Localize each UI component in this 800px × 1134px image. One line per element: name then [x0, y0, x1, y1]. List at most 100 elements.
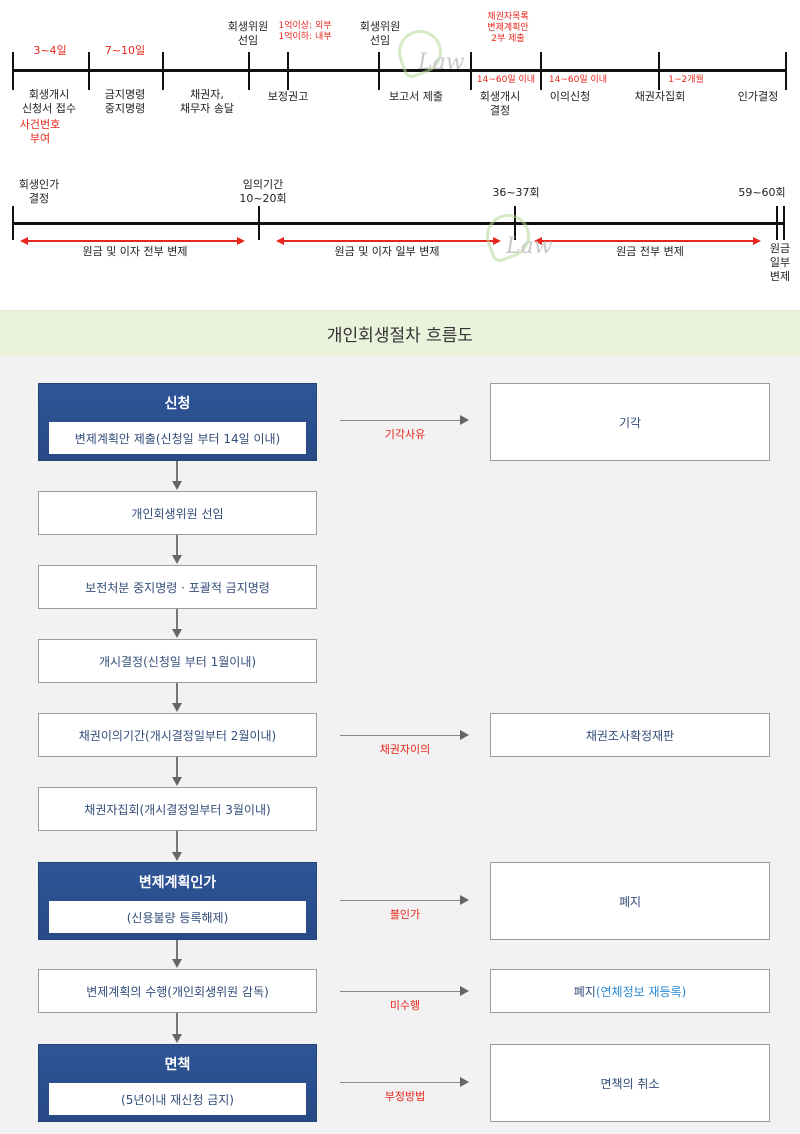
branch-reason: 채권자이의 [379, 743, 431, 756]
label-report: 보고서 제출 [388, 90, 444, 103]
tick [258, 206, 260, 240]
span-line [283, 240, 493, 242]
flow-step-objection: 채권이의기간(개시결정일부터 2월이내) [38, 713, 317, 757]
tick [470, 52, 472, 90]
branch-reason: 기각사유 [384, 428, 426, 441]
tick [12, 206, 14, 240]
branch-result-label: 폐지 [573, 984, 596, 999]
arrow-right-icon [493, 237, 501, 245]
arrow-left-icon [20, 237, 28, 245]
label-case-no: 사건번호 부여 [19, 118, 61, 145]
arrow-right-icon [460, 415, 469, 425]
flow-step-approve: 변제계획인가 (신용불량 등록해제) [38, 862, 317, 940]
tick [248, 52, 250, 90]
tick [514, 206, 516, 240]
branch-result-abolition: 폐지 [490, 862, 770, 940]
arrow-right-icon [753, 237, 761, 245]
duration-label: 1~2개월 [668, 75, 704, 85]
span-line [541, 240, 753, 242]
branch-reason: 미수행 [389, 999, 421, 1012]
timeline-1-axis [12, 69, 787, 72]
label-approval: 인가결정 [737, 90, 779, 103]
branch-reason: 불인가 [389, 908, 421, 921]
tick [776, 206, 778, 240]
arrow-right-icon [460, 895, 469, 905]
tick [783, 206, 785, 240]
branch-result-claim-trial: 채권조사확정재판 [490, 713, 770, 757]
connector [176, 940, 178, 960]
tick [378, 52, 380, 90]
tick [88, 52, 90, 90]
label-prohibit: 금지명령 중지명령 [104, 88, 146, 115]
label-appoint-1: 회생위원 선임 [227, 20, 269, 47]
connector [176, 831, 178, 853]
branch-line [340, 900, 462, 901]
arrow-down-icon [172, 959, 182, 968]
arrow-down-icon [172, 555, 182, 564]
arrow-down-icon [172, 777, 182, 786]
label-submit-note: 채권자목록 변제계획안 2부 제출 [487, 12, 529, 44]
arrow-down-icon [172, 703, 182, 712]
label-end-count: 59~60회 [738, 186, 786, 199]
arrow-right-icon [460, 986, 469, 996]
flow-step-title: 신청 [164, 396, 191, 412]
connector [176, 683, 178, 704]
label-appoint-2: 회생위원 선임 [359, 20, 401, 47]
timeline-2-axis [12, 222, 785, 225]
tick [785, 52, 787, 90]
duration-label: 14~60일 이내 [476, 75, 536, 85]
flow-step-apply: 신청 변제계획안 제출(신청일 부터 14일 이내) [38, 383, 317, 461]
branch-result-dismissal: 기각 [490, 383, 770, 461]
label-period: 임의기간 10~20회 [239, 178, 287, 205]
label-end: 원금 일부 변제 [769, 242, 791, 283]
section-title: 개인회생절차 흐름도 [0, 310, 800, 356]
arrow-left-icon [534, 237, 542, 245]
branch-result-exempt-cancel: 면책의 취소 [490, 1044, 770, 1122]
flow-step-exempt: 면책 (5년이내 재신청 금지) [38, 1044, 317, 1122]
connector [176, 609, 178, 630]
arrow-down-icon [172, 629, 182, 638]
tick [287, 52, 289, 90]
duration-label: 3~4일 [33, 44, 67, 57]
connector [176, 535, 178, 556]
tick [540, 52, 542, 90]
arrow-down-icon [172, 852, 182, 861]
branch-line [340, 735, 462, 736]
branch-result-note: (연체정보 재등록) [595, 984, 687, 999]
tick [658, 52, 660, 90]
label-send: 채권자, 채무자 송달 [179, 88, 235, 115]
duration-label: 7~10일 [104, 44, 146, 57]
span-line [27, 240, 237, 242]
branch-result-abolition-reregister: 폐지(연체정보 재등록) [490, 969, 770, 1013]
flow-step-meeting: 채권자집회(개시결정일부터 3월이내) [38, 787, 317, 831]
arrow-down-icon [172, 1034, 182, 1043]
flow-step-subtitle: (5년이내 재신청 금지) [49, 1083, 306, 1115]
duration-label: 14~60일 이내 [548, 75, 608, 85]
label-approval-start: 회생인가 결정 [18, 178, 60, 205]
label-objection: 이의신청 [549, 90, 591, 103]
arrow-right-icon [460, 730, 469, 740]
tick [162, 52, 164, 90]
label-meeting: 채권자집회 [634, 90, 686, 103]
connector [176, 461, 178, 482]
tick [12, 52, 14, 90]
span-label: 원금 및 이자 전부 변제 [82, 245, 188, 258]
branch-line [340, 991, 462, 992]
arrow-down-icon [172, 481, 182, 490]
arrow-left-icon [276, 237, 284, 245]
flow-step-subtitle: 변제계획안 제출(신청일 부터 14일 이내) [49, 422, 306, 454]
flow-step-title: 면책 [164, 1057, 191, 1073]
branch-reason: 부정방법 [384, 1090, 426, 1103]
flow-step-appoint: 개인회생위원 선임 [38, 491, 317, 535]
label-advice: 보정권고 [267, 90, 309, 103]
label-limit: 1억이상: 외부 1억이하: 내부 [278, 21, 332, 42]
label-start: 회생개시 결정 [479, 90, 521, 117]
arrow-right-icon [460, 1077, 469, 1087]
branch-line [340, 1082, 462, 1083]
connector [176, 757, 178, 778]
label-apply: 회생개시 신청서 접수 [21, 88, 77, 115]
branch-line [340, 420, 462, 421]
flow-step-title: 변제계획인가 [138, 875, 217, 891]
connector [176, 1013, 178, 1035]
watermark-logo: Law [391, 23, 470, 88]
